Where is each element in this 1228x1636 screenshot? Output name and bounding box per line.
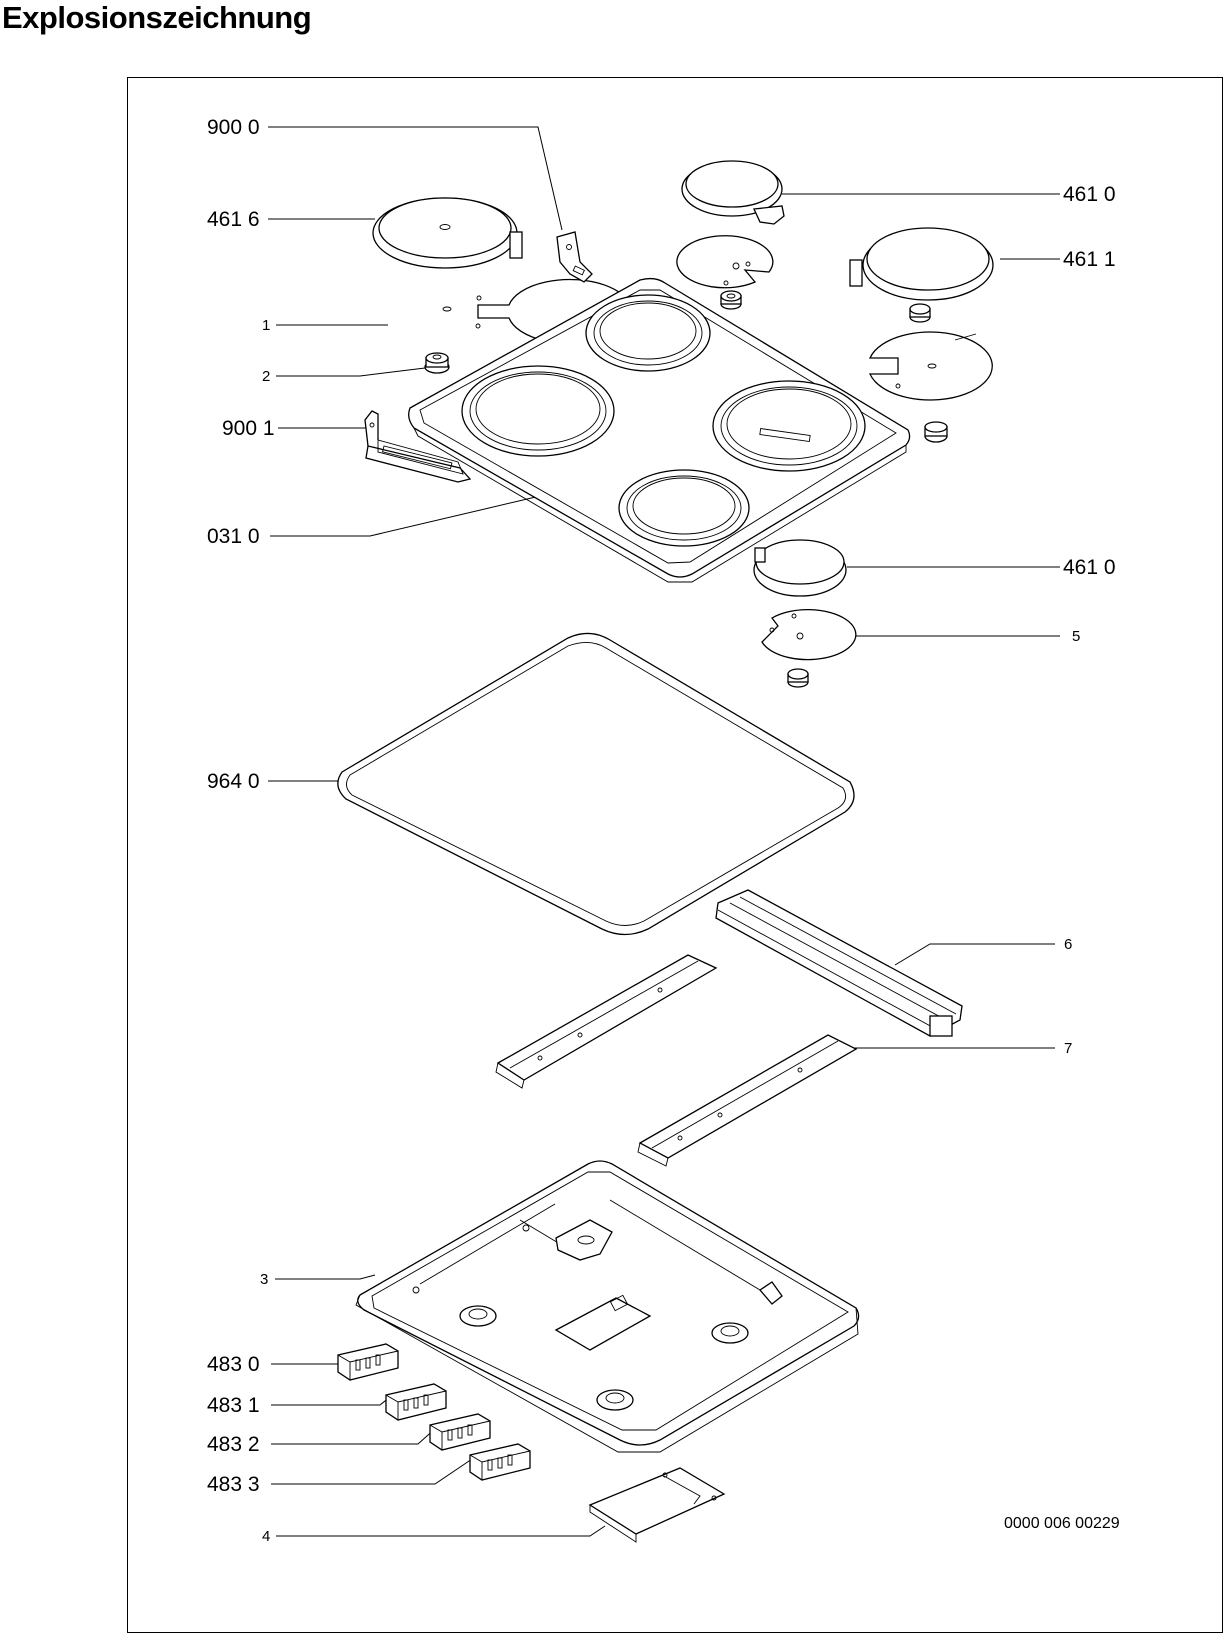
nut-top bbox=[720, 290, 742, 310]
rail-6 bbox=[715, 889, 963, 1037]
trim-ring-5 bbox=[761, 608, 857, 661]
callout-6: 6 bbox=[1064, 936, 1072, 953]
terminal-icon-right bbox=[849, 259, 863, 287]
nut-5 bbox=[787, 668, 809, 688]
bracket-900-1 bbox=[364, 410, 472, 483]
terminal-icon bbox=[509, 231, 523, 259]
callout-900-1: 900 1 bbox=[222, 417, 275, 440]
gasket-964-0 bbox=[337, 632, 855, 936]
hotplate-461-1 bbox=[849, 227, 994, 301]
callout-461-0-lower: 461 0 bbox=[1063, 556, 1116, 579]
leader-lines bbox=[268, 126, 1060, 1537]
hotplate-461-0-top bbox=[681, 160, 785, 225]
rail-7-lower bbox=[637, 1034, 858, 1167]
terminal-block-483-3 bbox=[469, 1443, 531, 1481]
hob-frame-031-0 bbox=[408, 277, 911, 583]
terminal-block-483-1 bbox=[385, 1383, 447, 1421]
callout-5: 5 bbox=[1072, 628, 1080, 645]
rail-7-upper bbox=[495, 954, 718, 1089]
callout-labels: 900 0 461 6 1 2 900 1 031 0 461 0 461 1 … bbox=[207, 116, 1120, 1545]
cover-plate-4 bbox=[588, 1467, 726, 1543]
callout-900-0: 900 0 bbox=[207, 116, 260, 139]
trim-ring-right bbox=[868, 331, 993, 401]
callout-461-6: 461 6 bbox=[207, 208, 260, 231]
terminal-block-483-2 bbox=[429, 1413, 491, 1451]
callout-4: 4 bbox=[262, 1528, 270, 1545]
bracket-900-0 bbox=[556, 231, 593, 283]
terminal-block-483-0 bbox=[337, 1343, 399, 1381]
callout-2: 2 bbox=[262, 368, 270, 385]
callout-1: 1 bbox=[262, 317, 270, 334]
callout-7: 7 bbox=[1064, 1040, 1072, 1057]
callout-483-1: 483 1 bbox=[207, 1394, 260, 1417]
nut-2 bbox=[424, 352, 450, 374]
nut-right-lower bbox=[924, 421, 948, 443]
callout-461-0-top: 461 0 bbox=[1063, 183, 1116, 206]
callout-964-0: 964 0 bbox=[207, 770, 260, 793]
callout-3: 3 bbox=[260, 1271, 268, 1288]
drawing-number: 0000 006 00229 bbox=[1004, 1515, 1120, 1532]
page-title: Explosionszeichnung bbox=[2, 0, 312, 35]
nut-right-upper bbox=[909, 303, 931, 323]
hotplate-461-0-lower bbox=[753, 539, 847, 597]
callout-031-0: 031 0 bbox=[207, 525, 260, 548]
drawing-frame bbox=[127, 77, 1223, 1633]
callout-483-2: 483 2 bbox=[207, 1433, 260, 1456]
hotplate-461-6 bbox=[372, 197, 523, 269]
callout-483-3: 483 3 bbox=[207, 1473, 260, 1496]
callout-461-1: 461 1 bbox=[1063, 248, 1116, 271]
base-tray-3 bbox=[355, 1160, 860, 1453]
callout-483-0: 483 0 bbox=[207, 1353, 260, 1376]
trim-ring-top bbox=[676, 235, 774, 289]
